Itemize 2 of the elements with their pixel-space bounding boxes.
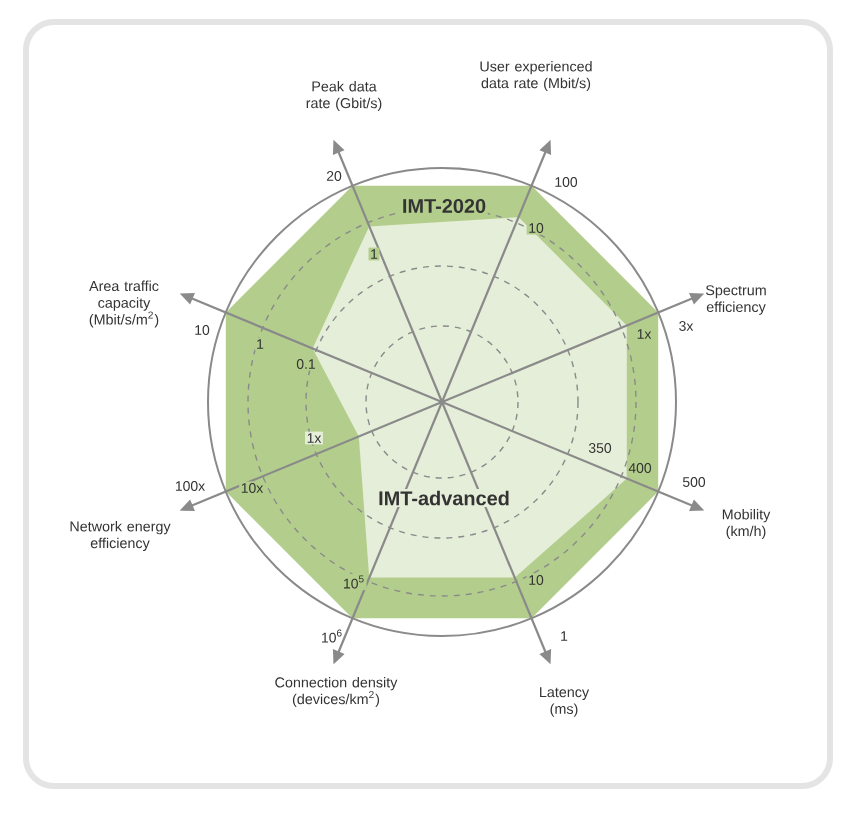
series-label: IMT-advanced: [376, 489, 512, 507]
series-label: IMT-2020: [400, 197, 488, 215]
